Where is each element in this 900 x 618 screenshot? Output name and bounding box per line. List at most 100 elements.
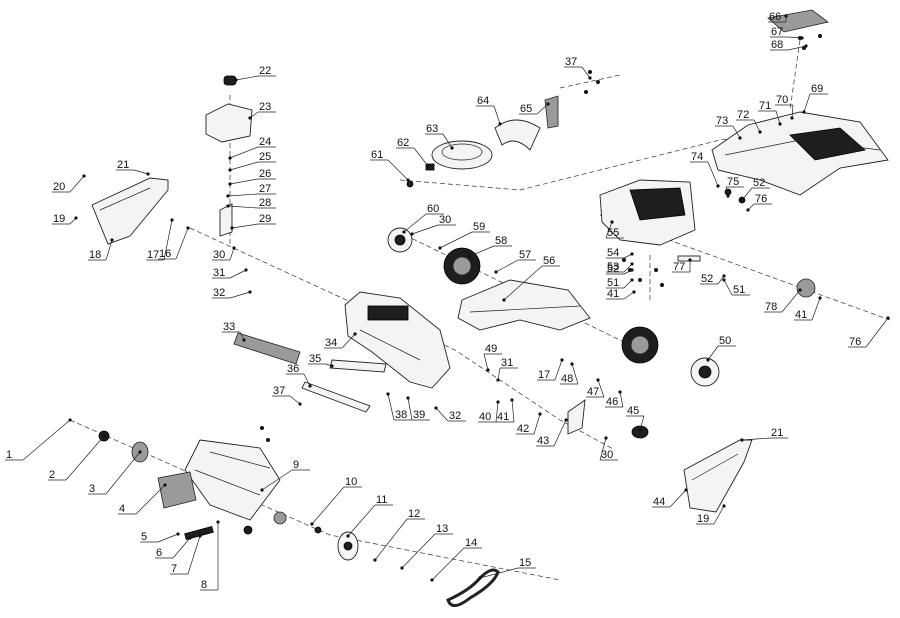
callout-dot: [330, 364, 334, 368]
callout-29: 29: [230, 213, 276, 230]
part-64-bracket: [494, 119, 541, 151]
part-63-shroud: [431, 140, 493, 170]
callout-dot: [234, 78, 238, 82]
callout-number: 32: [449, 410, 461, 422]
callout-27: 27: [226, 183, 276, 198]
callout-17: 17: [146, 218, 174, 261]
callout-leader: [227, 193, 259, 197]
callout-dot: [784, 14, 788, 18]
callout-3: 3: [88, 450, 142, 495]
callout-number: 21: [117, 159, 129, 171]
callout-number: 17: [147, 249, 159, 261]
callout-dot: [186, 226, 190, 230]
callout-number: 9: [293, 459, 299, 471]
callout-number: 21: [771, 427, 783, 439]
callout-leader: [741, 437, 771, 441]
callout-dot: [216, 520, 220, 524]
callout-6: 6: [155, 536, 192, 559]
callout-leader: [803, 93, 811, 113]
callout-number: 17: [538, 369, 550, 381]
callout-leader: [623, 279, 633, 289]
callout-leader: [811, 297, 821, 321]
callout-dot: [502, 298, 506, 302]
callout-number: 69: [811, 83, 823, 95]
callout-number: 63: [426, 123, 438, 135]
callout-17: 17: [537, 358, 564, 381]
callout-dot: [170, 218, 174, 222]
callout-9: 9: [260, 459, 310, 492]
callout-number: 36: [287, 363, 299, 375]
callout-71: 71: [758, 100, 782, 126]
callout-37: 37: [564, 56, 592, 80]
callout-leader: [407, 397, 413, 421]
callout-28: 28: [226, 197, 276, 209]
callout-dot: [596, 378, 600, 382]
callout-dot: [386, 392, 390, 396]
callout-leader: [707, 161, 719, 187]
callout-dot: [496, 378, 500, 382]
callout-number: 37: [565, 56, 577, 68]
callout-leader: [401, 533, 436, 569]
callout-leader: [787, 45, 807, 51]
callout-72: 72: [736, 109, 762, 134]
callout-33: 33: [222, 321, 246, 342]
callout-dot: [146, 172, 150, 176]
callout-number: 20: [53, 181, 65, 193]
callout-49: 49: [483, 343, 502, 372]
callout-number: 51: [733, 284, 745, 296]
callout-48: 48: [560, 362, 579, 385]
callout-16: 16: [158, 226, 190, 260]
callout-leader: [479, 567, 519, 579]
callout-dot: [438, 246, 442, 250]
callout-23: 23: [248, 101, 276, 120]
callout-number: 54: [607, 247, 619, 259]
callout-47: 47: [586, 378, 605, 398]
callout-leader: [347, 504, 376, 537]
callout-number: 48: [561, 373, 573, 385]
callout-67: 67: [770, 26, 804, 40]
callout-69: 69: [802, 83, 828, 114]
callout-leader: [495, 401, 499, 423]
callout-number: 66: [769, 11, 781, 23]
callout-number: 41: [607, 288, 619, 300]
callout-number: 39: [413, 409, 425, 421]
callout-number: 31: [213, 267, 225, 279]
callout-leader: [69, 175, 85, 193]
callout-leader: [413, 147, 429, 167]
callout-number: 10: [345, 476, 357, 488]
callout-number: 58: [495, 235, 507, 247]
callout-leader: [157, 533, 179, 543]
callout-dot: [310, 522, 314, 526]
callout-dot: [560, 358, 564, 362]
part-44-guard: [683, 439, 753, 513]
callout-leader: [435, 407, 449, 422]
callout-dot: [486, 368, 490, 372]
callout-10: 10: [310, 476, 362, 526]
callout-number: 76: [755, 193, 767, 205]
callout-dot: [738, 136, 742, 140]
callout-leader: [787, 36, 803, 39]
part-9-housing: [184, 439, 281, 521]
callout-dot: [402, 230, 406, 234]
callout-60: 60: [402, 203, 444, 234]
callout-70: 70: [775, 94, 794, 120]
callout-leader: [669, 489, 687, 508]
callout-leader: [439, 231, 473, 249]
callout-leader: [536, 103, 549, 115]
callout-dot: [498, 122, 502, 126]
callout-leader: [497, 367, 501, 381]
callout-leader: [483, 353, 489, 371]
callout-leader: [105, 451, 141, 495]
callout-leader: [581, 66, 591, 79]
callout-leader: [723, 279, 733, 296]
callout-45: 45: [626, 405, 645, 432]
callout-number: 12: [408, 508, 420, 520]
part-66-cap: [767, 9, 829, 33]
callout-leader: [495, 259, 519, 273]
callout-number: 55: [607, 227, 619, 239]
callout-number: 75: [727, 176, 739, 188]
callout-number: 5: [141, 531, 147, 543]
callout-leader: [229, 161, 259, 171]
callout-76: 76: [848, 316, 890, 348]
callout-58: 58: [468, 235, 512, 258]
